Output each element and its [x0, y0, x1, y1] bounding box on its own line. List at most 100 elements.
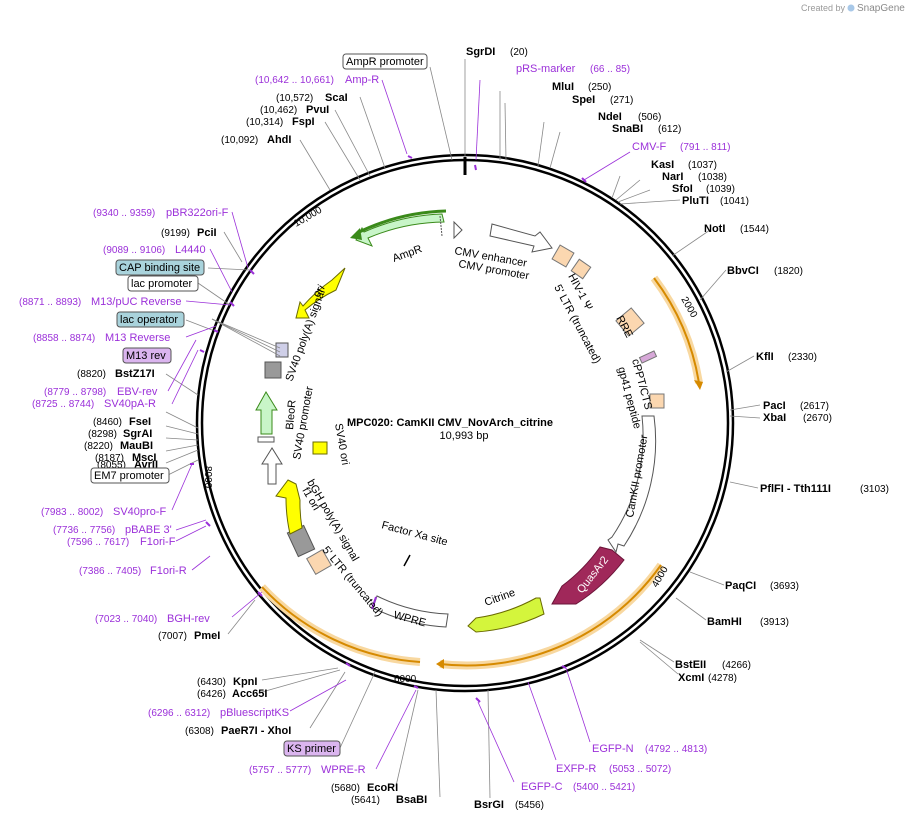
site-snabi: SnaBI: [612, 123, 643, 135]
primer-pbabe3: pBABE 3': [125, 524, 172, 536]
site-bstz17i: BstZ17I: [115, 368, 155, 380]
site-kpni-pos: (6430): [197, 677, 226, 688]
label-ori: ori: [311, 283, 328, 300]
site-ndei-pos: (506): [638, 112, 661, 123]
site-kfli-pos: (2330): [788, 352, 817, 363]
primer-egfp-c: EGFP-C: [521, 781, 563, 793]
site-maubi: MauBI: [120, 440, 153, 452]
label-citrine: Citrine: [483, 587, 517, 609]
primer-sv40pa-r-pos: (8725 .. 8744): [32, 399, 94, 410]
primer-cmv-f: CMV-F: [632, 141, 667, 153]
site-snabi-pos: (612): [658, 124, 681, 135]
site-msci-pos: (8187): [95, 453, 124, 464]
site-xbai-pos: (2670): [803, 413, 832, 424]
site-bsteii: BstEII: [675, 659, 706, 671]
gp41-block: [638, 350, 658, 364]
site-nari-pos: (1038): [698, 172, 727, 183]
primer-pbluescriptks-pos: (6296 .. 6312): [148, 708, 210, 719]
tick-10000: 10,000: [292, 205, 324, 230]
inner-features: [255, 209, 665, 633]
quasar-arrow: [551, 546, 625, 605]
site-avrii-pos: (8055): [97, 460, 126, 471]
leader-lines: [165, 59, 761, 799]
primer-m13puc-reverse-pos: (8871 .. 8893): [19, 297, 81, 308]
primer-bgh-rev: BGH-rev: [167, 613, 210, 625]
credit-text: Created by: [801, 3, 846, 13]
site-fspi: FspI: [292, 116, 315, 128]
box-cap-binding-site: CAP binding site: [119, 262, 200, 274]
map-size: 10,993 bp: [440, 430, 489, 442]
primer-sv40pa-r: SV40pA-R: [104, 398, 156, 410]
citrine-arrow: [467, 597, 545, 633]
tick-4000: 4000: [650, 564, 671, 589]
primer-prs-marker: pRS-marker: [516, 63, 576, 75]
ampr-arrow: [355, 213, 445, 247]
site-paqci-pos: (3693): [770, 581, 799, 592]
cmv-enhancer-arrow: [489, 223, 553, 253]
site-sfoi-pos: (1039): [706, 184, 735, 195]
label-bleor: BleoR: [284, 399, 299, 430]
primer-amp-r-pos: (10,642 .. 10,661): [255, 75, 334, 86]
primer-exfp-r-pos: (5053 .. 5072): [609, 764, 671, 775]
primer-marks: [190, 155, 587, 703]
primer-pbr322ori-f-pos: (9340 .. 9359): [93, 208, 155, 219]
box-m13-rev: M13 rev: [126, 350, 166, 362]
site-bamhi-pos: (3913): [760, 617, 789, 628]
site-acc65i: Acc65I: [232, 688, 267, 700]
tick-6000: 6000: [394, 674, 417, 685]
primer-egfp-c-pos: (5400 .. 5421): [573, 782, 635, 793]
label-factor-xa: Factor Xa site: [380, 519, 449, 548]
tick-8000: 8000: [202, 466, 213, 489]
primer-wpre-r-pos: (5757 .. 5777): [249, 765, 311, 776]
sv40-small-block: [257, 436, 275, 443]
box-lac-promoter: lac promoter: [131, 278, 192, 290]
site-paer7i: PaeR7I - XhoI: [221, 725, 291, 737]
site-kpni: KpnI: [233, 676, 257, 688]
primer-lines: [167, 79, 631, 783]
site-kfli: KflI: [756, 351, 774, 363]
bleor-arrow: [255, 391, 278, 435]
site-bsabi: BsaBI: [396, 794, 427, 806]
primer-pbr322ori-f: pBR322ori-F: [166, 207, 229, 219]
primer-ebv-rev-pos: (8779 .. 8798): [44, 387, 106, 398]
site-sgrdi-pos: (20): [510, 47, 528, 58]
grey-block-2: [264, 361, 282, 379]
site-xcmi-pos: (4278): [708, 673, 737, 684]
primer-egfp-n: EGFP-N: [592, 743, 634, 755]
primer-prs-marker-pos: (66 .. 85): [590, 64, 630, 75]
boxed-labels: AmpR promoter CAP binding site lac promo…: [90, 53, 428, 757]
primer-ebv-rev: EBV-rev: [117, 386, 158, 398]
site-fspi-pos: (10,314): [246, 117, 283, 128]
site-sgrai-pos: (8298): [88, 429, 117, 440]
site-pflfi-pos: (3103): [860, 484, 889, 495]
site-ecori: EcoRI: [367, 782, 398, 794]
site-bsrgi-pos: (5456): [515, 800, 544, 811]
site-xcmi: XcmI: [678, 672, 704, 684]
primer-wpre-r: WPRE-R: [321, 764, 366, 776]
site-pluti: PluTI: [682, 195, 709, 207]
camkii-arrow: [607, 415, 657, 554]
box-em7-promoter: EM7 promoter: [94, 470, 164, 482]
rre-block: [615, 307, 645, 337]
site-bbvci-pos: (1820): [774, 266, 803, 277]
site-kasi-pos: (1037): [688, 160, 717, 171]
factor-xa-tick: [403, 554, 411, 567]
primer-m13puc-reverse: M13/pUC Reverse: [91, 296, 181, 308]
wpre-block: [372, 595, 449, 628]
primer-f1ori-r: F1ori-R: [150, 565, 187, 577]
site-spei-pos: (271): [610, 95, 633, 106]
ltr-block: [570, 258, 592, 280]
site-pvui: PvuI: [306, 104, 329, 116]
site-maubi-pos: (8220): [84, 441, 113, 452]
site-bamhi: BamHI: [707, 616, 742, 628]
site-sgrai: SgrAI: [123, 428, 152, 440]
box-lac-operator: lac operator: [120, 314, 178, 326]
site-mlui-pos: (250): [588, 82, 611, 93]
site-pmei: PmeI: [194, 630, 220, 642]
primer-m13-reverse: M13 Reverse: [105, 332, 170, 344]
site-scai: ScaI: [325, 92, 348, 104]
sv40-promoter-arrow: [261, 447, 283, 485]
primer-egfp-n-pos: (4792 .. 4813): [645, 744, 707, 755]
site-pcii: PciI: [197, 227, 217, 239]
